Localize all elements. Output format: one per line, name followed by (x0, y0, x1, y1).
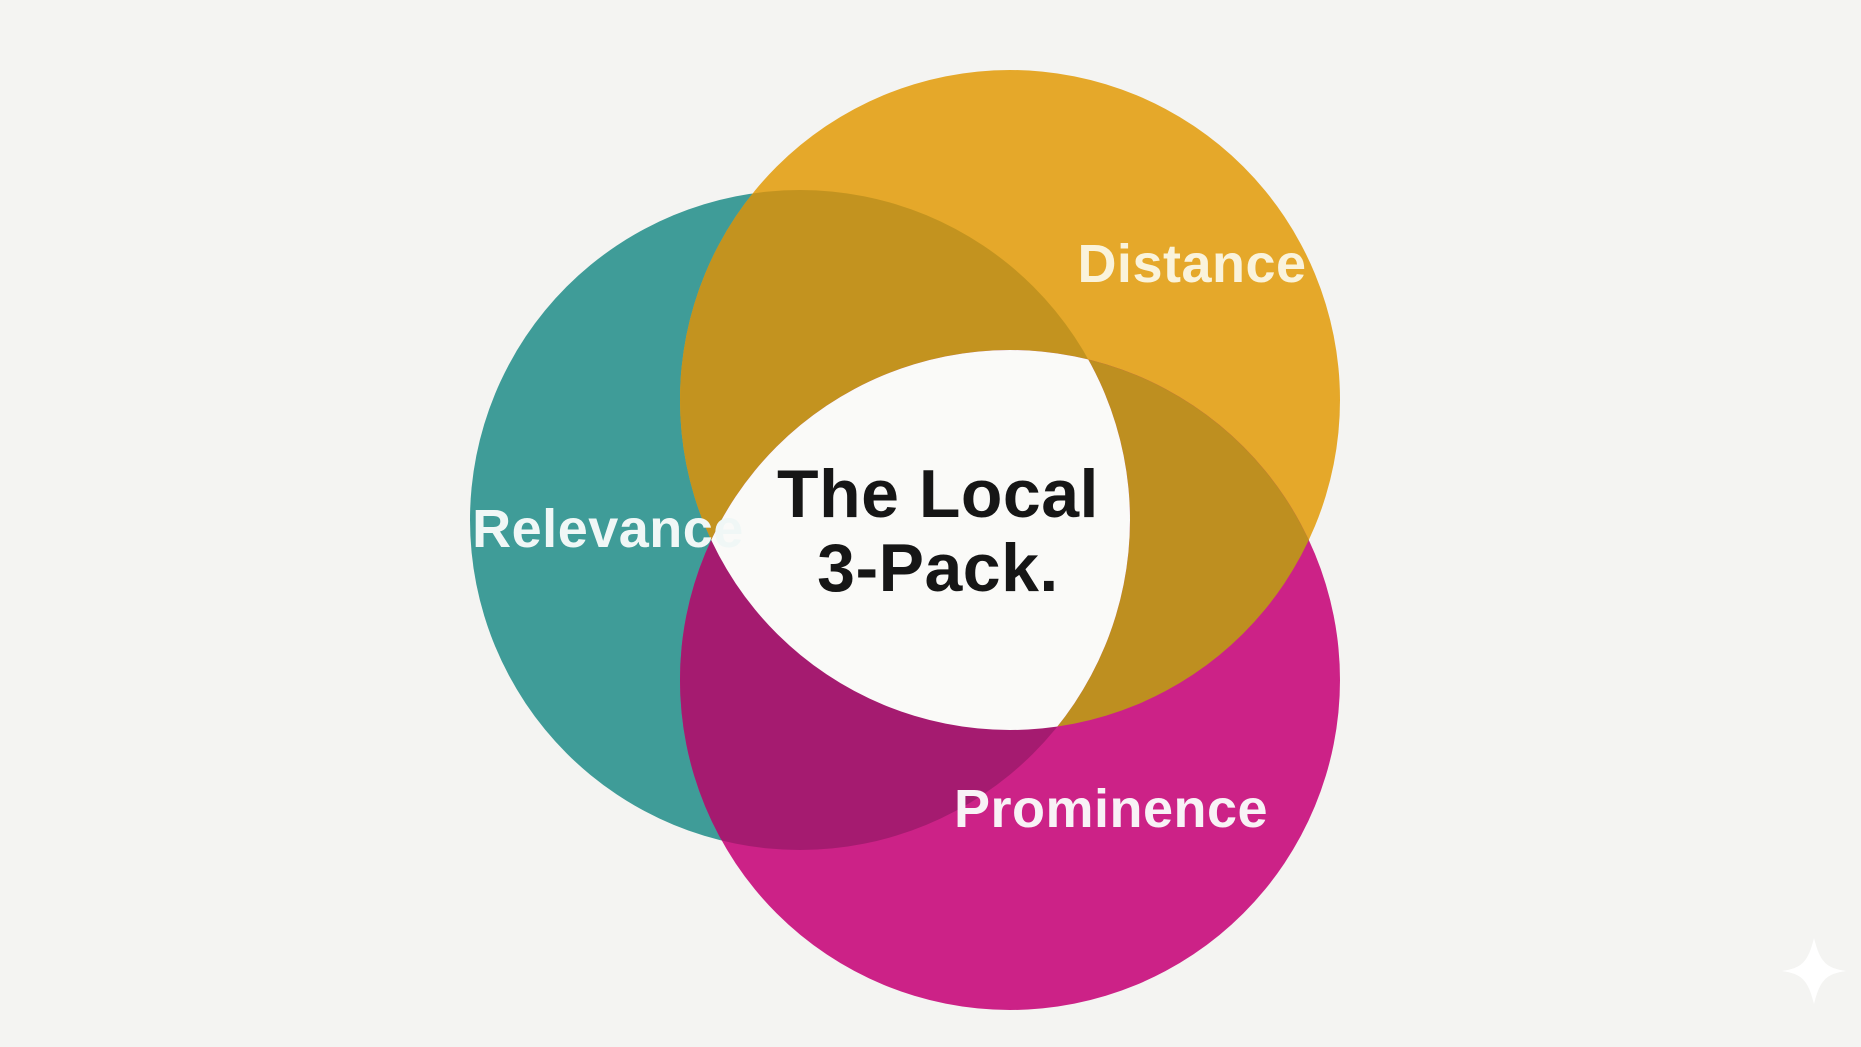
label-prominence: Prominence (954, 779, 1268, 839)
center-label-line1: The Local (777, 456, 1099, 532)
label-distance: Distance (1077, 234, 1306, 294)
center-region (680, 350, 1130, 730)
center-label: The Local 3-Pack. (777, 456, 1099, 606)
label-relevance: Relevance (472, 499, 744, 559)
sparkle-icon (1782, 938, 1846, 1004)
center-label-line2: 3-Pack. (817, 530, 1059, 606)
